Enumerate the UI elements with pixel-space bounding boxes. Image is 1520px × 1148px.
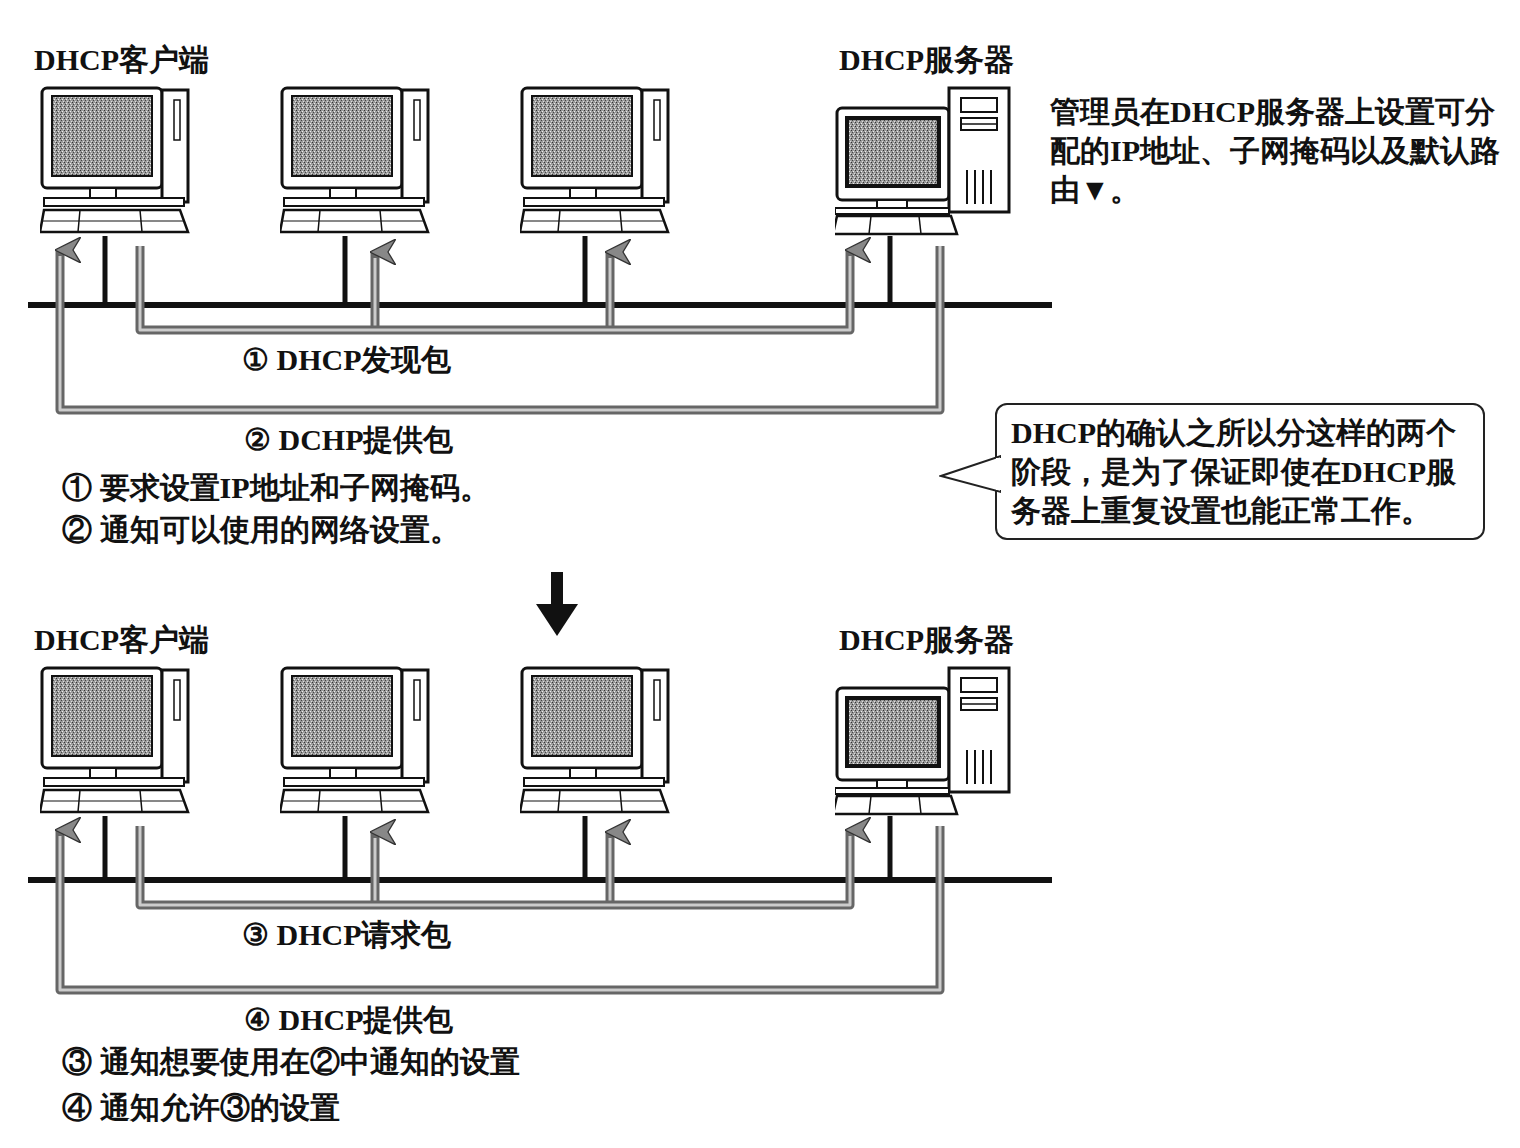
admin-note: 管理员在DHCP服务器上设置可分配的IP地址、子网掩码以及默认路由▼。: [1050, 92, 1515, 209]
step-description: ② 通知可以使用的网络设置。: [62, 510, 762, 549]
client-computer: DHCP客户端: [30, 40, 220, 236]
packet-label: ② DCHP提供包: [240, 420, 458, 459]
client-computer: [520, 668, 668, 812]
network-bus: [28, 236, 1052, 880]
packet-label: ③ DHCP请求包: [238, 915, 456, 954]
callout-text: DHCP的确认之所以分这样的两个阶段，是为了保证即使在DHCP服务器上重复设置也…: [1011, 413, 1469, 530]
server-computer: DHCP服务器: [825, 620, 1045, 816]
packet-arrow: [60, 246, 940, 410]
computer-icon: [40, 86, 200, 236]
computer-icon: [835, 666, 1015, 816]
step-description: ① 要求设置IP地址和子网掩码。: [62, 468, 762, 507]
device-heading: DHCP客户端: [30, 620, 220, 666]
computer-icon: [835, 86, 1015, 236]
packet-label: ① DHCP发现包: [238, 340, 456, 379]
step-arrow: [536, 572, 578, 636]
packet-arrow: [60, 826, 940, 990]
computer-icon: [40, 666, 200, 816]
client-computer: [280, 668, 428, 812]
device-heading: DHCP服务器: [825, 40, 1045, 86]
client-computer: [520, 88, 668, 232]
server-computer: DHCP服务器: [825, 40, 1045, 236]
client-computer: [280, 88, 428, 232]
step-description: ④ 通知允许③的设置: [62, 1088, 862, 1127]
callout-bubble: DHCP的确认之所以分这样的两个阶段，是为了保证即使在DHCP服务器上重复设置也…: [995, 403, 1485, 540]
device-heading: DHCP客户端: [30, 40, 220, 86]
client-computer: DHCP客户端: [30, 620, 220, 816]
packet-arrow: [140, 246, 850, 330]
packet-arrow: [140, 826, 850, 905]
callout-pointer: [939, 452, 1001, 496]
packet-label: ④ DHCP提供包: [240, 1000, 458, 1039]
step-description: ③ 通知想要使用在②中通知的设置: [62, 1042, 862, 1081]
device-heading: DHCP服务器: [825, 620, 1045, 666]
